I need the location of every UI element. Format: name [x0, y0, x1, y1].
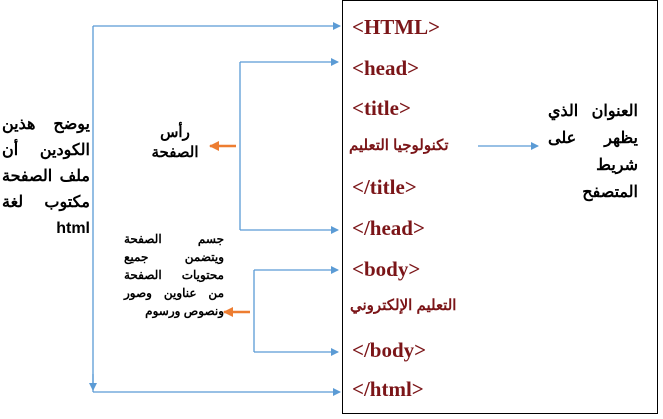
body-note: جسم الصفحة ويتضمن جميع محتويات الصفحة من… — [124, 232, 224, 318]
code-body-text: التعليم الإلكتروني — [350, 297, 457, 314]
html-file-note: يوضح هذين الكودين أن ملف الصفحة مكتوب لغ… — [2, 116, 90, 237]
head-bracket-connector — [239, 58, 339, 234]
code-head-close: </head> — [352, 216, 425, 240]
code-html-close: </html> — [352, 377, 424, 401]
code-title-open: <title> — [352, 96, 411, 120]
html-bracket-connector — [89, 22, 341, 396]
code-html-open: <HTML> — [352, 15, 441, 39]
head-note: رأس الصفحة — [151, 124, 199, 161]
code-title-close: </title> — [352, 175, 417, 199]
code-box — [342, 0, 658, 414]
code-head-open: <head> — [352, 56, 420, 80]
code-body-open: <body> — [352, 257, 421, 281]
title-note: العنوان الذي يظهر على شريط المتصفح — [548, 103, 638, 201]
body-bracket-connector — [253, 266, 339, 356]
code-body-close: </body> — [352, 338, 427, 362]
code-title-text: تكنولوجيا التعليم — [349, 137, 449, 154]
